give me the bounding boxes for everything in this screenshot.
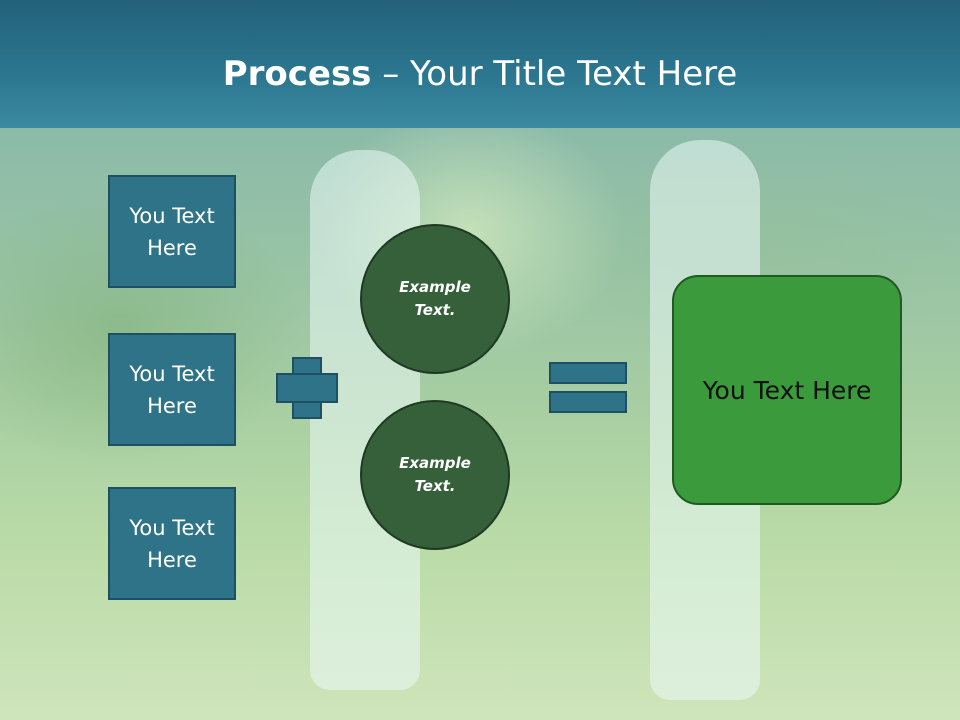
title-rest: – Your Title Text Here: [371, 54, 738, 94]
slide-title: Process – Your Title Text Here: [0, 52, 960, 96]
text-box-label: You Text Here: [129, 361, 215, 418]
result-label: You Text Here: [702, 375, 872, 405]
text-box-3[interactable]: You Text Here: [108, 487, 236, 600]
example-circle-2[interactable]: Example Text.: [360, 400, 510, 550]
text-box-label: You Text Here: [129, 515, 215, 572]
text-box-2[interactable]: You Text Here: [108, 333, 236, 446]
title-bar: Process – Your Title Text Here: [0, 0, 960, 128]
text-box-label: You Text Here: [129, 203, 215, 260]
example-circle-1[interactable]: Example Text.: [360, 224, 510, 374]
text-box-1[interactable]: You Text Here: [108, 175, 236, 288]
circle-label: Example Text.: [399, 454, 471, 495]
circle-label: Example Text.: [399, 278, 471, 319]
title-bold: Process: [222, 54, 372, 94]
result-box[interactable]: You Text Here: [672, 275, 902, 505]
